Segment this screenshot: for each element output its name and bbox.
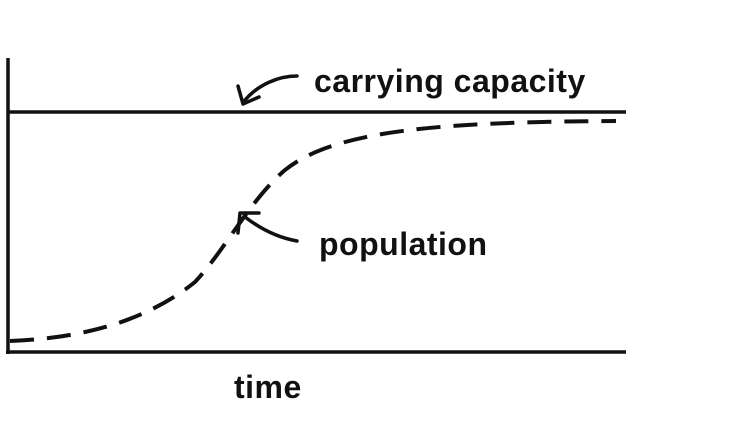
population-arrowhead-icon — [236, 211, 261, 235]
population-label: population — [319, 226, 488, 262]
carrying-capacity-arrow-shaft — [243, 74, 299, 102]
population-curve — [9, 119, 617, 343]
population-arrow-shaft — [243, 215, 299, 243]
carrying-capacity-arrowhead-icon — [236, 84, 261, 106]
x-axis-label: time — [234, 369, 302, 405]
carrying-capacity-label: carrying capacity — [314, 63, 586, 99]
